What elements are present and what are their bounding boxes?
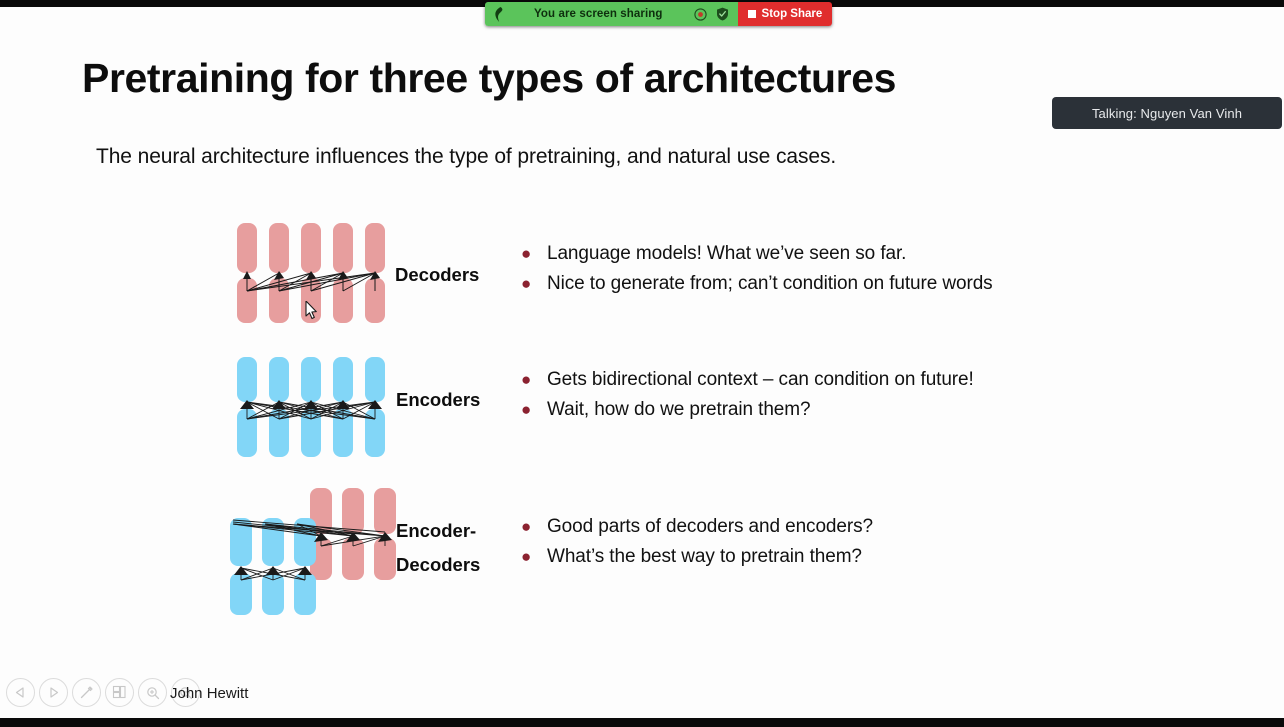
triangle-right-icon: [50, 687, 59, 698]
row-label-line2: Decoders: [396, 554, 481, 575]
talking-indicator-text: Talking: Nguyen Van Vinh: [1091, 105, 1243, 121]
share-status-text: You are screen sharing: [534, 8, 663, 20]
list-item: ● Good parts of decoders and encoders?: [521, 516, 873, 538]
share-status-segment: You are screen sharing: [485, 2, 738, 26]
stop-share-label: Stop Share: [761, 8, 823, 20]
bullet-text: Gets bidirectional context – can conditi…: [547, 369, 974, 390]
bullet-text: What’s the best way to pretrain them?: [547, 546, 862, 567]
list-item: ● Gets bidirectional context – can condi…: [521, 369, 974, 391]
bullet-dot-icon: ●: [521, 370, 532, 389]
presenter-name: John Hewitt: [170, 685, 249, 702]
bullet-dot-icon: ●: [521, 244, 532, 263]
presentation-toolbar: [6, 678, 200, 707]
bullet-dot-icon: ●: [521, 400, 532, 419]
bullet-dot-icon: ●: [521, 517, 532, 536]
stop-square-icon: [747, 10, 756, 18]
decoder-stack-diagram: [237, 223, 385, 323]
bullet-list-encoders: ● Gets bidirectional context – can condi…: [521, 369, 974, 429]
zoom-out-button[interactable]: [171, 678, 200, 707]
pen-icon: [80, 686, 93, 699]
page-title: Pretraining for three types of architect…: [82, 55, 897, 101]
bullet-text: Good parts of decoders and encoders?: [547, 516, 873, 537]
list-item: ● Language models! What we’ve seen so fa…: [521, 243, 993, 265]
encoder-stack-diagram: [237, 357, 385, 457]
stop-share-button[interactable]: Stop Share: [737, 2, 833, 26]
row-label-encoders: Encoders: [396, 389, 481, 410]
record-icon[interactable]: [693, 7, 707, 21]
annotate-button[interactable]: [72, 678, 101, 707]
bullet-text: Nice to generate from; can’t condition o…: [547, 273, 993, 294]
screen-share-toolbar: You are screen sharing Stop Share: [485, 2, 833, 26]
next-slide-button[interactable]: [39, 678, 68, 707]
bullet-list-encoder-decoders: ● Good parts of decoders and encoders? ●…: [521, 516, 873, 576]
magnifier-minus-icon: [179, 686, 192, 699]
list-item: ● What’s the best way to pretrain them?: [521, 546, 873, 568]
encoder-decoder-stack-diagram: [230, 488, 396, 615]
row-label-line1: Encoder-: [396, 520, 477, 541]
previous-slide-button[interactable]: [6, 678, 35, 707]
triangle-left-icon: [15, 687, 24, 698]
bottom-black-bar: [0, 718, 1284, 727]
list-item: ● Wait, how do we pretrain them?: [521, 399, 974, 421]
row-label-decoders: Decoders: [395, 264, 480, 285]
grid-icon: [112, 685, 126, 699]
bolt-icon: [495, 6, 503, 22]
bullet-text: Language models! What we’ve seen so far.: [547, 243, 907, 264]
list-item: ● Nice to generate from; can’t condition…: [521, 273, 993, 295]
row-label-encoder-decoders: Encoder- Decoders: [396, 514, 480, 582]
talking-indicator: Talking: Nguyen Van Vinh: [1052, 97, 1282, 129]
bullet-dot-icon: ●: [521, 274, 532, 293]
slide-thumbnails-button[interactable]: [105, 678, 134, 707]
bullet-dot-icon: ●: [521, 547, 532, 566]
bullet-list-decoders: ● Language models! What we’ve seen so fa…: [521, 243, 993, 303]
slide-subtitle: The neural architecture influences the t…: [96, 145, 837, 168]
zoom-in-button[interactable]: [138, 678, 167, 707]
magnifier-plus-icon: [146, 686, 159, 699]
shield-icon[interactable]: [716, 7, 729, 21]
bullet-text: Wait, how do we pretrain them?: [547, 399, 811, 420]
